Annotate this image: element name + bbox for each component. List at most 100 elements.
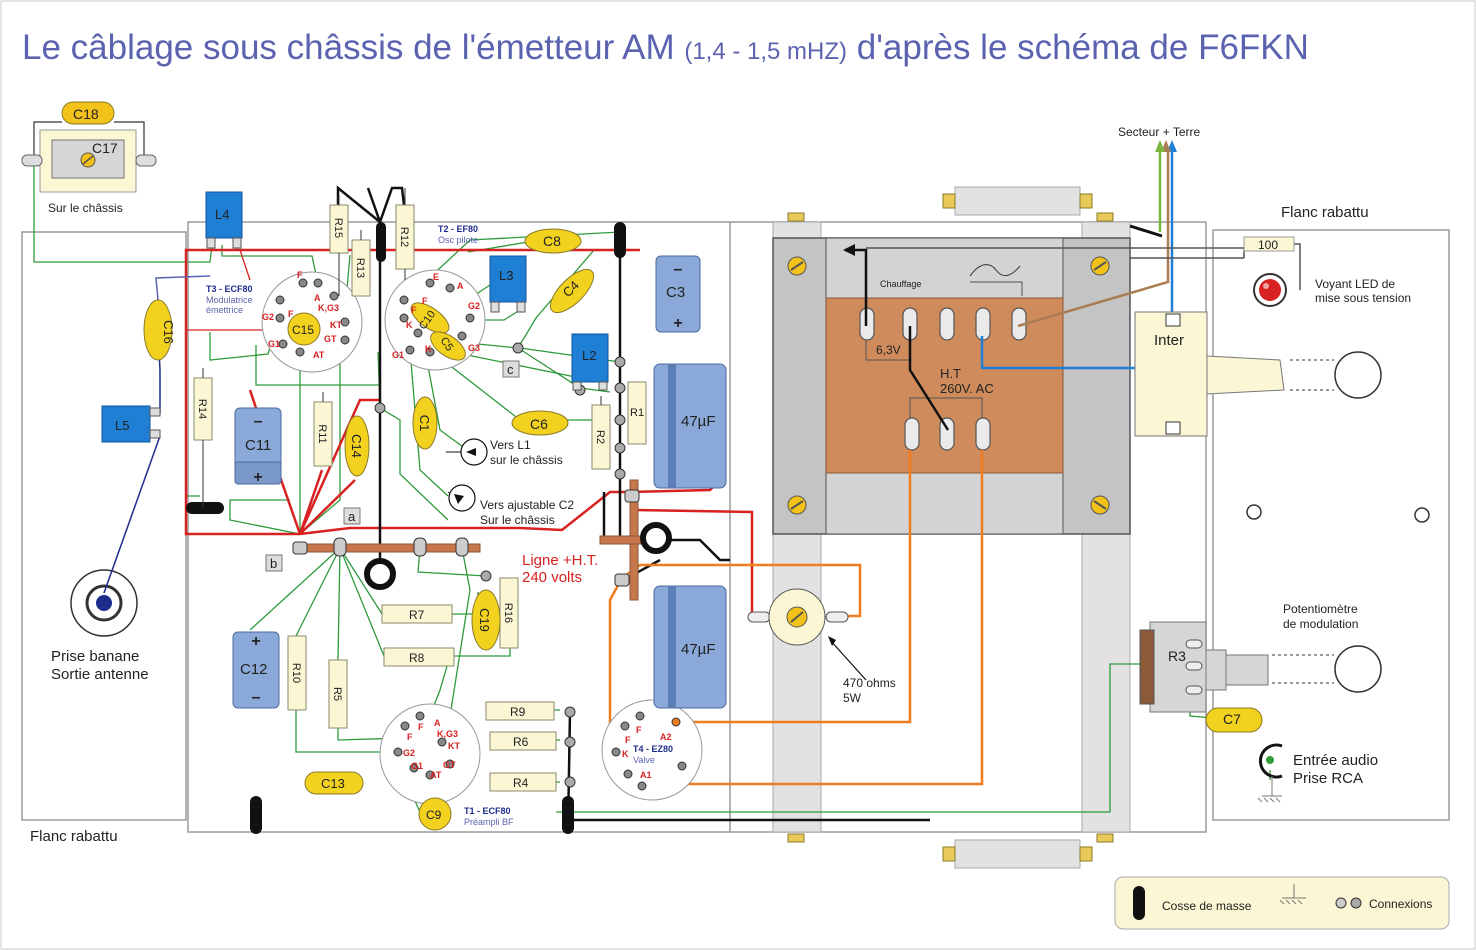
vers-c2-label-2: Sur le châssis [480, 513, 555, 527]
r470-label-2: 5W [843, 691, 862, 705]
sur-chassis-label: Sur le châssis [48, 201, 123, 215]
page-title: Le câblage sous châssis de l'émetteur AM… [22, 28, 1462, 74]
point-a-label: a [348, 509, 356, 524]
pin-label: A [314, 293, 321, 303]
voyant-label: Voyant LED de [1315, 277, 1395, 291]
c12-label: C12 [240, 661, 268, 678]
r100-label: 100 [1258, 238, 1278, 252]
pin-label: F [411, 305, 417, 315]
r6-label: R6 [513, 735, 529, 749]
pin-label: F [422, 296, 428, 306]
title-main-left: Le câblage sous châssis de l'émetteur AM [22, 28, 685, 67]
pin-label: AT [430, 770, 442, 780]
potentiometre-label: Potentiomètre [1283, 602, 1358, 616]
r8-label: R8 [409, 651, 425, 665]
svg-text:+: + [673, 315, 682, 332]
potentiometre-label-2: de modulation [1283, 617, 1358, 631]
svg-text:+: + [253, 469, 262, 486]
vers-c2-label: Vers ajustable C2 [480, 498, 574, 512]
t1-name: T1 - ECF80 [464, 806, 511, 816]
pin-label: K,G3 [318, 303, 339, 313]
pin-label: F [297, 270, 303, 280]
pin-label: KT [448, 741, 460, 751]
pin-label: F [407, 732, 413, 742]
pin-label: G2 [262, 312, 274, 322]
t2-name: T2 - EF80 [438, 224, 478, 234]
c9-label: C9 [426, 808, 442, 822]
t4-name: T4 - EZ80 [633, 744, 673, 754]
l4-label: L4 [215, 207, 229, 222]
svg-text:+: + [251, 633, 260, 650]
r2-label: R2 [594, 430, 606, 444]
pin-label: K [622, 749, 629, 759]
svg-text:–: – [254, 413, 263, 430]
pin-label: F [636, 725, 642, 735]
pin-label: F [625, 735, 631, 745]
ligne-ht-label: Ligne +H.T. [522, 552, 598, 569]
cap47b-label: 47µF [681, 641, 716, 658]
flanc-right-label: Flanc rabattu [1281, 204, 1369, 221]
c17-label: C17 [92, 140, 118, 156]
c3-label: C3 [666, 284, 685, 301]
ligne-ht-voltage-label: 240 volts [522, 569, 582, 586]
c8-label: C8 [543, 233, 561, 249]
l3-label: L3 [499, 268, 513, 283]
svg-text:–: – [674, 261, 683, 278]
v63-label: 6,3V [876, 343, 901, 357]
cap47a-label: 47µF [681, 413, 716, 430]
flanc-left-label: Flanc rabattu [30, 828, 118, 845]
r11-label: R11 [316, 424, 328, 443]
pin-label: K [406, 320, 413, 330]
pin-label: GT [324, 334, 337, 344]
r1-label: R1 [630, 407, 644, 419]
l2-label: L2 [582, 348, 596, 363]
voyant-label-2: mise sous tension [1315, 291, 1411, 305]
pin-label: A [457, 281, 464, 291]
c1-label: C1 [417, 415, 432, 432]
pin-label: K [425, 344, 432, 354]
t3-desc-2: émettrice [206, 305, 243, 315]
pin-label: F [418, 722, 424, 732]
t3-desc: Modulatrice [206, 295, 253, 305]
r15-label: R15 [332, 218, 344, 238]
r16-label: R16 [502, 603, 514, 623]
r13-label: R13 [354, 258, 366, 278]
r4-label: R4 [513, 776, 529, 790]
t1-desc: Préampli BF [464, 817, 514, 827]
title-frequency: (1,4 - 1,5 mHZ) [684, 38, 848, 65]
pin-label: KT [330, 320, 342, 330]
chauffage-label: Chauffage [880, 279, 921, 289]
t3-name: T3 - ECF80 [206, 284, 253, 294]
r10-label: R10 [290, 663, 302, 683]
point-c-label: c [507, 362, 514, 377]
pin-label: G3 [468, 343, 480, 353]
ht-voltage-label: 260V. AC [940, 381, 994, 396]
pin-label: G2 [403, 748, 415, 758]
inter-label: Inter [1154, 332, 1184, 349]
pin-label: GT [443, 760, 456, 770]
t2-desc: Osc pilote [438, 235, 478, 245]
svg-text:–: – [252, 689, 261, 706]
cap-c11-body [234, 407, 282, 485]
r470-label: 470 ohms [843, 676, 896, 690]
vers-l1-label-2: sur le châssis [490, 453, 563, 467]
pin-label: A [434, 718, 441, 728]
pin-label: AT [313, 350, 325, 360]
r7-label: R7 [409, 608, 425, 622]
r9-label: R9 [510, 705, 526, 719]
pin-label: E [433, 272, 439, 282]
c19-label: C19 [477, 608, 492, 632]
pin-label: G1 [268, 339, 280, 349]
vers-l1-label: Vers L1 [490, 438, 531, 452]
c15-label: C15 [292, 323, 314, 337]
l5-label: L5 [115, 418, 129, 433]
title-main-right: d'après le schéma de F6FKN [847, 28, 1309, 67]
pin-label: G1 [392, 350, 404, 360]
pin-label: F [288, 309, 294, 319]
c16-label: C16 [161, 320, 176, 344]
pin-label: K,G3 [437, 729, 458, 739]
prise-rca-label: Prise RCA [1293, 770, 1363, 787]
pin-label: G2 [468, 301, 480, 311]
